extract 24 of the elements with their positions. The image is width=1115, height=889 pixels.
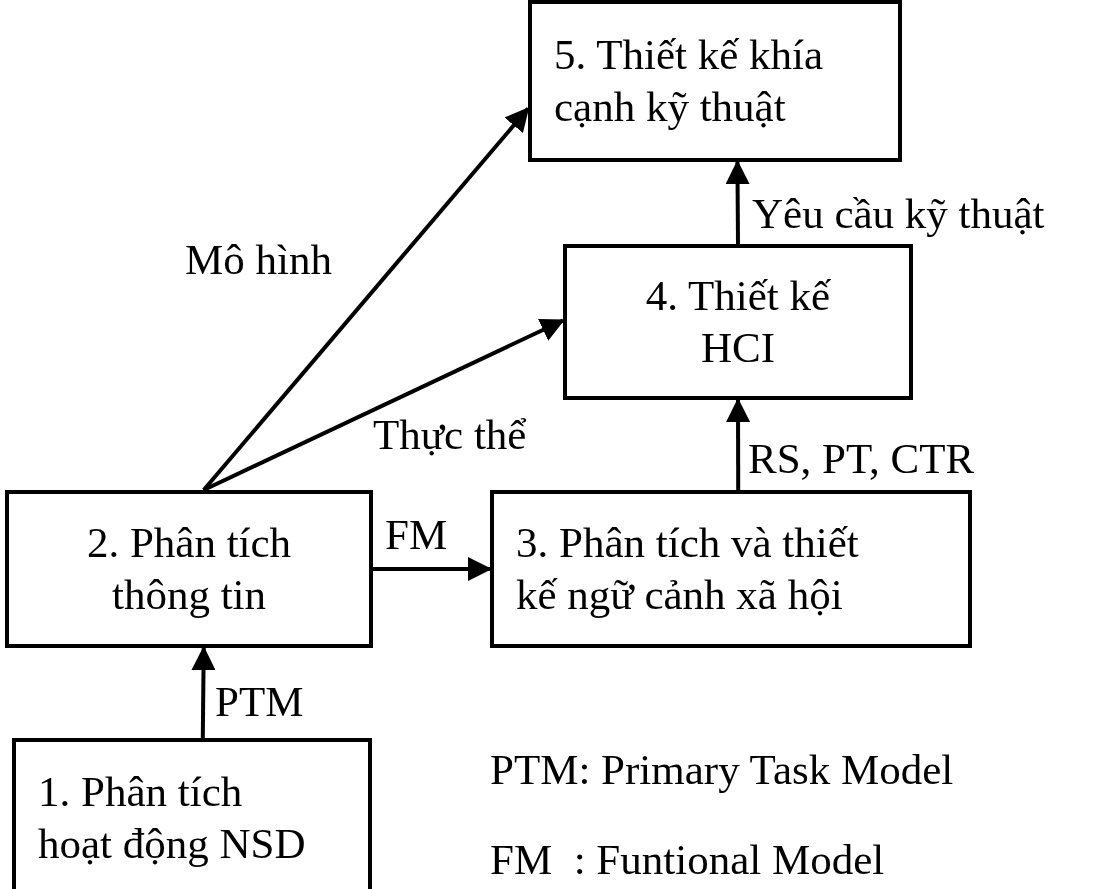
arrow [202, 318, 565, 492]
arrow [373, 557, 492, 581]
arrow [726, 398, 751, 490]
box-label: 2. Phân tích thông tin [85, 518, 293, 620]
process-box [528, 0, 902, 162]
box-label: 1. Phân tích hoạt động NSD [38, 767, 307, 869]
legend-note: FM : Funtional Model [490, 838, 885, 881]
edge-label: RS, PT, CTR [748, 437, 975, 480]
process-box [12, 738, 372, 889]
edge-label: FM [385, 513, 448, 556]
process-box [490, 490, 972, 648]
box-label: 3. Phân tích và thiết kế ngữ cảnh xã hội [516, 518, 860, 620]
arrow [725, 160, 750, 244]
edge-label: PTM [215, 680, 304, 723]
edge-label: Mô hình [185, 238, 332, 281]
box-label: 4. Thiết kế HCI [644, 271, 832, 373]
box-label: 5. Thiết kế khía cạnh kỹ thuật [554, 30, 825, 132]
process-box [5, 490, 373, 648]
arrow [191, 646, 216, 739]
legend-note: PTM: Primary Task Model [490, 748, 954, 791]
edge-label: Yêu cầu kỹ thuật [752, 192, 1045, 235]
arrow [202, 107, 530, 492]
process-box [563, 244, 913, 400]
edge-label: Thực thể [373, 413, 527, 456]
